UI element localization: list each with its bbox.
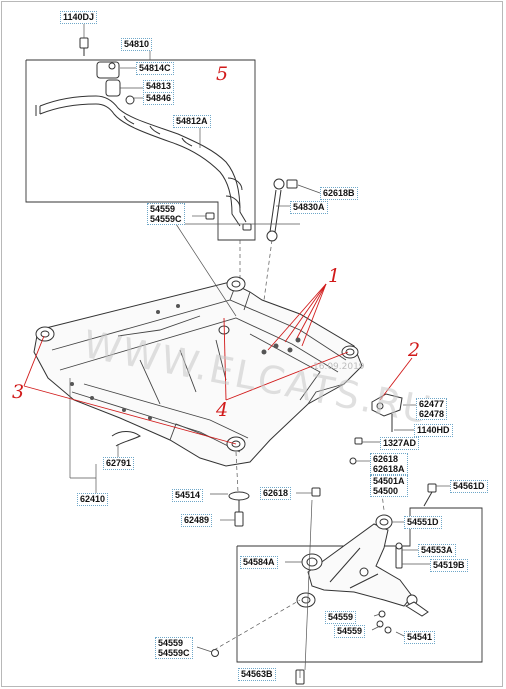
- part-label-62618-mid[interactable]: 62618: [260, 487, 292, 500]
- mount-54514: [228, 487, 321, 527]
- part-label-62618-62618A[interactable]: 62618 62618A: [370, 453, 408, 475]
- part-label-54559-54559C-bottom[interactable]: 54559 54559C: [155, 637, 193, 659]
- leader-lines: [69, 24, 450, 678]
- part-label-1140HD[interactable]: 1140HD: [414, 424, 453, 437]
- part-label-54559C-bottom: 54559C: [158, 648, 190, 658]
- part-label-54501A-54500[interactable]: 54501A 54500: [370, 475, 408, 497]
- part-label-54584A[interactable]: 54584A: [240, 556, 278, 569]
- part-label-54810[interactable]: 54810: [121, 38, 153, 51]
- callout-lines: [23, 283, 413, 445]
- part-label-54519B[interactable]: 54519B: [430, 559, 468, 572]
- part-label-62618A: 62618A: [373, 464, 405, 474]
- bracket-62477: [349, 393, 403, 465]
- part-label-54514[interactable]: 54514: [172, 489, 204, 502]
- stabilizer-bar: [35, 95, 247, 227]
- part-label-54559-b1[interactable]: 54559: [325, 611, 357, 624]
- part-label-54561D[interactable]: 54561D: [450, 480, 488, 493]
- part-label-54551D[interactable]: 54551D: [404, 516, 442, 529]
- part-label-62489[interactable]: 62489: [181, 514, 213, 527]
- part-label-54830A[interactable]: 54830A: [290, 201, 328, 214]
- part-label-62618B[interactable]: 62618B: [320, 187, 358, 200]
- lower-arm-box: [236, 507, 483, 663]
- part-label-62477-62478[interactable]: 62477 62478: [416, 398, 448, 420]
- subframe-mounts: [35, 276, 359, 452]
- part-label-54553A[interactable]: 54553A: [418, 544, 456, 557]
- clip-62791: [111, 431, 141, 447]
- part-label-62477: 62477: [419, 399, 445, 409]
- part-label-62791[interactable]: 62791: [103, 457, 135, 470]
- callout-2: 2: [408, 339, 421, 361]
- part-label-54559-bottom: 54559: [158, 638, 184, 648]
- part-label-62478: 62478: [419, 409, 445, 419]
- part-label-1140DJ[interactable]: 1140DJ: [60, 11, 98, 24]
- subframe-holes: [70, 304, 301, 420]
- part-label-54812A[interactable]: 54812A: [173, 115, 211, 128]
- part-label-54814C[interactable]: 54814C: [136, 62, 174, 75]
- subframe-detail: [51, 283, 347, 453]
- part-label-54846[interactable]: 54846: [143, 92, 175, 105]
- part-label-62618: 62618: [373, 454, 399, 464]
- callout-4: 4: [216, 399, 229, 421]
- stabilizer-box: [25, 59, 256, 241]
- watermark-date: 16.09.2019: [313, 362, 365, 372]
- part-label-54559-54559C-top[interactable]: 54559 54559C: [147, 203, 185, 225]
- part-label-54501A: 54501A: [373, 476, 405, 486]
- callout-5: 5: [216, 63, 229, 85]
- stabilizer-link: [205, 178, 298, 242]
- callout-3: 3: [12, 381, 25, 403]
- part-label-54559C-top: 54559C: [150, 214, 182, 224]
- part-label-54559-top: 54559: [150, 204, 176, 214]
- callout-1: 1: [328, 265, 341, 287]
- part-label-54563B[interactable]: 54563B: [238, 668, 276, 681]
- part-label-1327AD[interactable]: 1327AD: [380, 437, 420, 450]
- part-label-54541[interactable]: 54541: [404, 631, 436, 644]
- part-label-54559-b2[interactable]: 54559: [334, 625, 366, 638]
- bolt-1140DJ: [79, 37, 89, 56]
- stabilizer-bushing: [96, 61, 135, 105]
- part-label-62410[interactable]: 62410: [77, 493, 109, 506]
- part-label-54500: 54500: [373, 486, 399, 496]
